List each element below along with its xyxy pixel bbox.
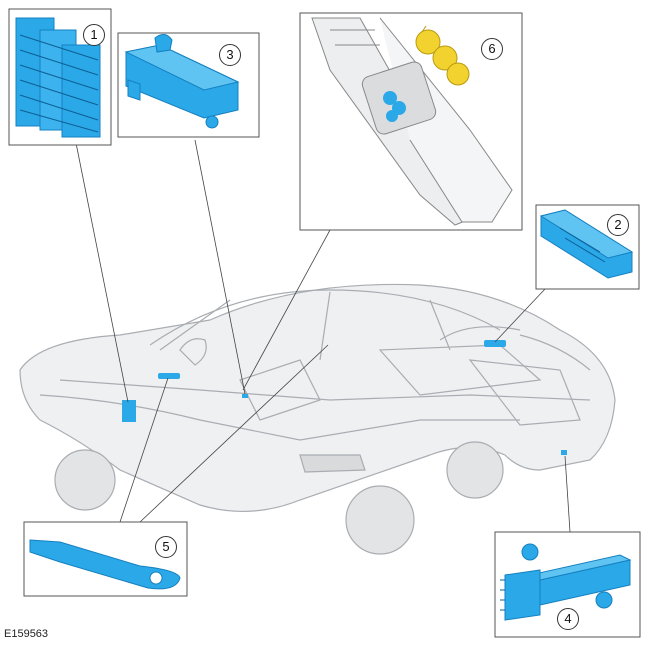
module-4-drawing	[500, 543, 632, 621]
car-mark-4	[561, 450, 567, 455]
car-mark-5	[158, 373, 180, 379]
module-2-drawing	[539, 209, 634, 279]
vehicle-body	[19, 283, 616, 555]
console-drawing	[311, 17, 513, 226]
callout-2: 2	[607, 214, 629, 236]
callout-1: 1	[83, 24, 105, 46]
car-mark-3	[242, 394, 248, 398]
callout-6: 6	[481, 38, 503, 60]
module-1-drawing	[15, 17, 101, 138]
car-mark-1	[122, 400, 136, 422]
callout-3: 3	[219, 44, 241, 66]
figure-reference: E159563	[4, 628, 49, 640]
module-6-drawing	[415, 25, 470, 86]
module-6-console-mark	[383, 91, 406, 122]
callout-4: 4	[557, 608, 579, 630]
leader-lines	[75, 139, 571, 533]
car-mark-2	[484, 340, 506, 347]
callout-5: 5	[155, 536, 177, 558]
module-5-drawing	[29, 539, 181, 590]
module-3-drawing	[124, 34, 240, 129]
